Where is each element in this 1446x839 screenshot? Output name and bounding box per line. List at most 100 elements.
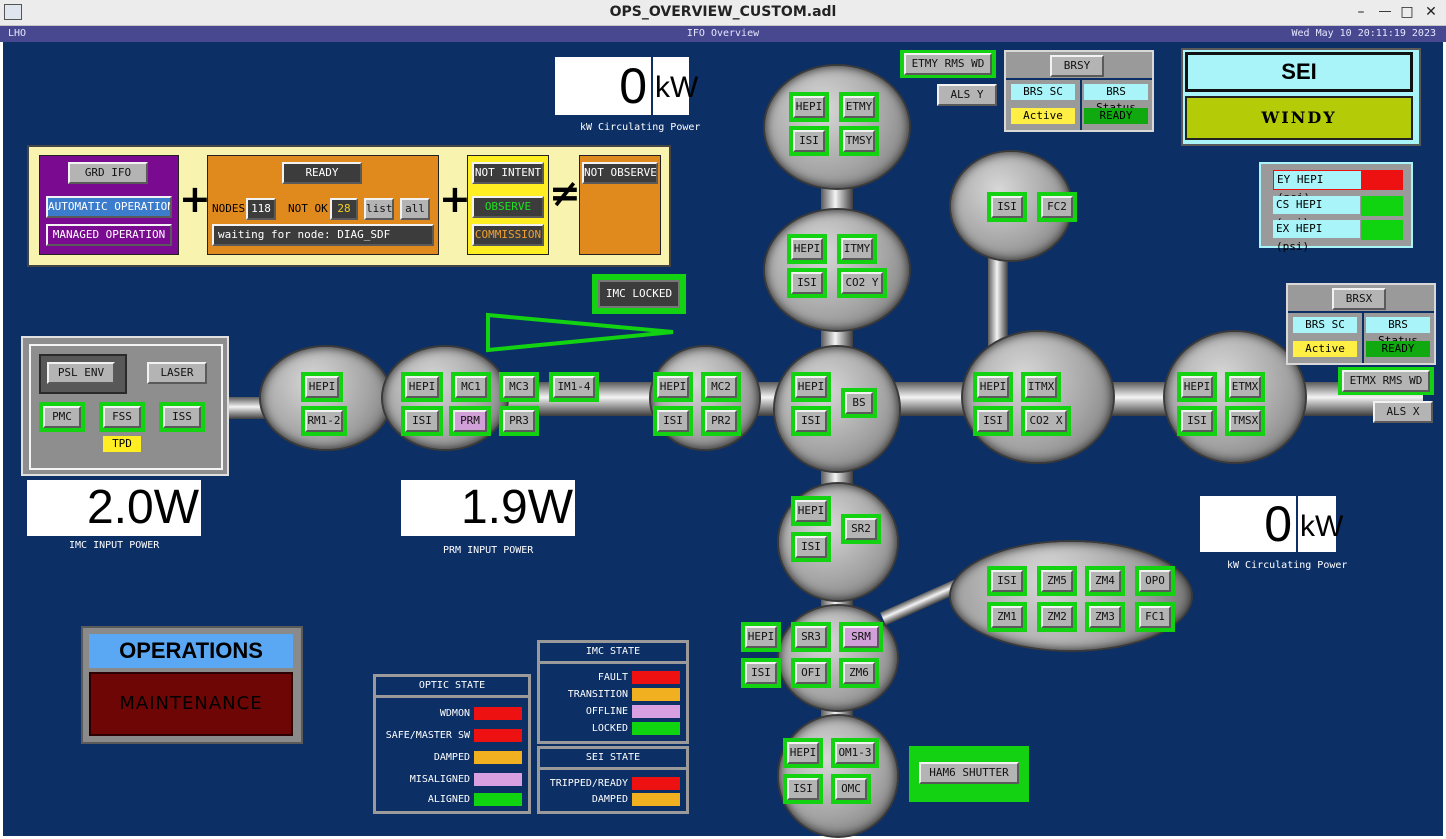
ham1-hepi-button[interactable]: HEPI — [305, 376, 339, 398]
ham2-isi-button[interactable]: ISI — [405, 410, 439, 432]
tmsx-button[interactable]: TMSX — [1229, 410, 1261, 432]
omc-button[interactable]: OMC — [835, 778, 867, 800]
etmx-hepi-button[interactable]: HEPI — [1181, 376, 1213, 398]
laser-button[interactable]: LASER — [147, 362, 207, 384]
screen-header: LHO IFO Overview Wed May 10 20:11:19 202… — [0, 26, 1446, 42]
mc3-button[interactable]: MC3 — [503, 376, 535, 398]
prm-input-power-caption: PRM INPUT POWER — [443, 545, 534, 556]
als-y-button[interactable]: ALS Y — [937, 84, 997, 106]
ham3-isi-button[interactable]: ISI — [657, 410, 689, 432]
sei-state-legend: SEI STATE TRIPPED/READY DAMPED — [537, 746, 689, 814]
etmy-rms-wd-button[interactable]: ETMY RMS WD — [904, 53, 992, 75]
arm-x-power-box: 0 — [1200, 496, 1296, 552]
fc2-button[interactable]: FC2 — [1041, 196, 1073, 218]
fss-button[interactable]: FSS — [103, 406, 141, 428]
ham6-shutter-button[interactable]: HAM6 SHUTTER — [919, 762, 1019, 784]
etmy-hepi-button[interactable]: HEPI — [793, 96, 825, 118]
psl-table: PSL ENV LASER PMC FSS ISS TPD — [21, 336, 229, 476]
mc2-button[interactable]: MC2 — [705, 376, 737, 398]
sei-config-value[interactable]: WINDY — [1185, 96, 1413, 140]
prm-button[interactable]: PRM — [453, 410, 487, 432]
ham2-hepi-button[interactable]: HEPI — [405, 376, 439, 398]
minimize-icon[interactable]: – — [1357, 4, 1365, 20]
automatic-operation-button[interactable]: AUTOMATIC OPERATION — [46, 196, 172, 218]
zm2-button[interactable]: ZM2 — [1041, 606, 1073, 628]
bs-button[interactable]: BS — [845, 392, 873, 414]
co2-x-button[interactable]: CO2 X — [1025, 410, 1067, 432]
ham5-hepi-button[interactable]: HEPI — [745, 626, 777, 648]
itmy-hepi-button[interactable]: HEPI — [791, 238, 823, 260]
rm1-2-button[interactable]: RM1-2 — [305, 410, 343, 432]
ham2-isi-box: ISI — [401, 406, 443, 436]
ham4-isi-button[interactable]: ISI — [795, 536, 827, 558]
itmy-button[interactable]: ITMY — [841, 238, 873, 260]
collapse-icon[interactable]: ― — [1379, 4, 1391, 18]
itmx-isi-box: ISI — [973, 406, 1013, 436]
legend-row: ALIGNED — [376, 793, 528, 807]
psl-env-button[interactable]: PSL ENV — [47, 362, 115, 384]
etmx-isi-button[interactable]: ISI — [1181, 410, 1213, 432]
arm-y-power-caption: kW Circulating Power — [580, 122, 701, 133]
sr2-button[interactable]: SR2 — [845, 518, 877, 540]
ham5-isi-button[interactable]: ISI — [745, 662, 777, 684]
ham3-hepi-button[interactable]: HEPI — [657, 376, 689, 398]
srm-button[interactable]: SRM — [843, 626, 879, 648]
ham6-hepi-button[interactable]: HEPI — [787, 742, 819, 764]
pmc-button[interactable]: PMC — [43, 406, 81, 428]
itmx-hepi-button[interactable]: HEPI — [977, 376, 1009, 398]
etmx-rms-wd-button[interactable]: ETMX RMS WD — [1342, 370, 1430, 392]
fc2-isi-button[interactable]: ISI — [991, 196, 1023, 218]
pr3-button[interactable]: PR3 — [503, 410, 535, 432]
close-icon[interactable]: ✕ — [1425, 4, 1437, 20]
zm5-button[interactable]: ZM5 — [1041, 570, 1073, 592]
screen-title: IFO Overview — [686, 28, 760, 39]
bsc-isi-button[interactable]: ISI — [795, 410, 827, 432]
iss-button[interactable]: ISS — [163, 406, 201, 428]
zm3-button[interactable]: ZM3 — [1089, 606, 1121, 628]
window-title: OPS_OVERVIEW_CUSTOM.adl — [609, 4, 837, 20]
etmx-button[interactable]: ETMX — [1229, 376, 1261, 398]
imc-locked-indicator[interactable]: IMC LOCKED — [598, 280, 680, 308]
zm4-button[interactable]: ZM4 — [1089, 570, 1121, 592]
zm1-button[interactable]: ZM1 — [991, 606, 1023, 628]
grd-ifo-button[interactable]: GRD IFO — [68, 162, 148, 184]
etmy-isi-button[interactable]: ISI — [793, 130, 825, 152]
observe-button[interactable]: OBSERVE — [472, 196, 544, 218]
opo-button[interactable]: OPO — [1139, 570, 1171, 592]
ofi-button[interactable]: OFI — [795, 662, 827, 684]
list-button[interactable]: list — [364, 198, 394, 220]
pr2-button[interactable]: PR2 — [705, 410, 737, 432]
ham4-hepi-button[interactable]: HEPI — [795, 500, 827, 522]
ham6-isi-button[interactable]: ISI — [787, 778, 819, 800]
ex-hepi-indicator — [1361, 220, 1403, 240]
fc1-button[interactable]: FC1 — [1139, 606, 1171, 628]
ham4-hepi-box: HEPI — [791, 496, 831, 526]
bsc-hepi-button[interactable]: HEPI — [795, 376, 827, 398]
sei-config-title: SEI CONFIGURATION — [1185, 52, 1413, 118]
itmx-isi-button[interactable]: ISI — [977, 410, 1009, 432]
commission-button[interactable]: COMMISSION — [472, 224, 544, 246]
ops-mode-value[interactable]: MAINTENANCE — [89, 672, 293, 736]
co2-y-button[interactable]: CO2 Y — [841, 272, 883, 294]
sr3-button[interactable]: SR3 — [795, 626, 827, 648]
tmsy-button[interactable]: TMSY — [843, 130, 875, 152]
im1-4-button[interactable]: IM1-4 — [553, 376, 595, 398]
ham7-isi-button[interactable]: ISI — [991, 570, 1023, 592]
bs-box: BS — [841, 388, 877, 418]
brsx-button[interactable]: BRSX — [1332, 288, 1386, 310]
all-button[interactable]: all — [400, 198, 430, 220]
grd-ifo-box: GRD IFO AUTOMATIC OPERATION MANAGED OPER… — [39, 155, 179, 255]
managed-operation-button[interactable]: MANAGED OPERATION — [46, 224, 172, 246]
legend-row: SAFE/MASTER SW — [376, 729, 528, 743]
ham5-isi-box: ISI — [741, 658, 781, 688]
brsy-button[interactable]: BRSY — [1050, 55, 1104, 77]
zm6-button[interactable]: ZM6 — [843, 662, 875, 684]
itmy-isi-button[interactable]: ISI — [791, 272, 823, 294]
itmx-button[interactable]: ITMX — [1025, 376, 1057, 398]
als-x-button[interactable]: ALS X — [1373, 401, 1433, 423]
mc1-button[interactable]: MC1 — [455, 376, 487, 398]
maximize-icon[interactable]: □ — [1400, 4, 1414, 20]
om1-3-button[interactable]: OM1-3 — [835, 742, 875, 764]
etmy-button[interactable]: ETMY — [843, 96, 875, 118]
monitor-icon[interactable] — [4, 4, 22, 20]
